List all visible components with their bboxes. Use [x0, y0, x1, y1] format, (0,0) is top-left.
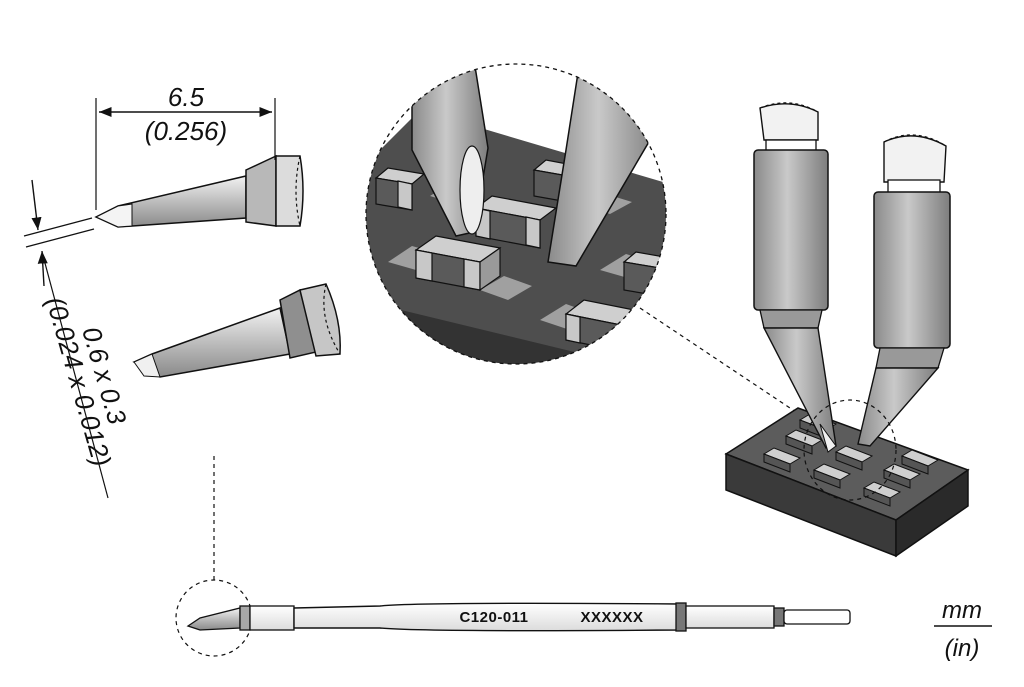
tip-dimension: 0.6 x 0.3 (0.024 x 0.012): [23, 179, 133, 499]
tip-angled-view: [132, 283, 341, 378]
full-cartridge: C120-011 XXXXXX: [175, 456, 851, 657]
serial-mark-label: XXXXXX: [580, 609, 643, 626]
unit-in-label: (in): [945, 635, 980, 662]
tip-side-view: [94, 154, 304, 228]
application-scene: [724, 102, 970, 558]
units-legend: mm (in): [934, 597, 992, 662]
length-dimension: 6.5 (0.256): [95, 82, 276, 210]
length-in-label: (0.256): [145, 116, 227, 146]
length-mm-label: 6.5: [168, 82, 205, 112]
unit-mm-label: mm: [942, 597, 982, 624]
part-number-label: C120-011: [459, 609, 528, 626]
magnified-detail: [365, 63, 667, 365]
